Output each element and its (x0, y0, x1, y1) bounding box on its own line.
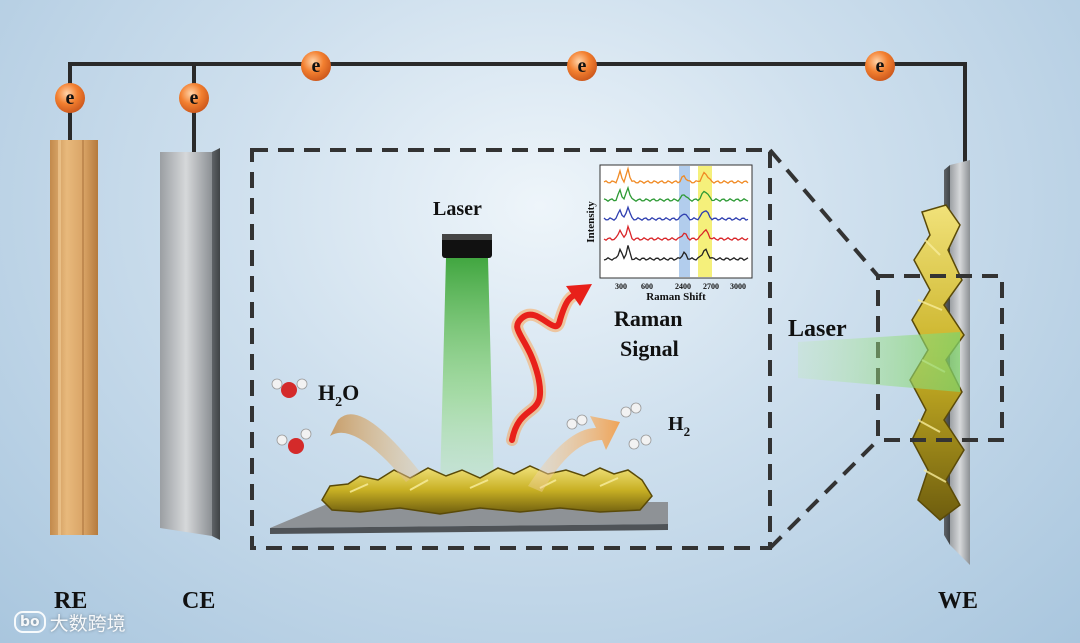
svg-text:e: e (578, 55, 587, 77)
spectrum-trace (603, 185, 749, 203)
hydrogen-label: H2 (668, 413, 690, 439)
spectrum-xlabel: Raman Shift (646, 291, 706, 303)
highlight-band-blue (679, 166, 690, 277)
electron-icon: e (55, 83, 85, 113)
spectrum-trace (603, 205, 749, 222)
electron-icon: e (567, 51, 597, 81)
svg-text:e: e (876, 55, 885, 77)
ce-label: CE (182, 588, 215, 614)
electron-icon: e (865, 51, 895, 81)
electron-icon: e (179, 83, 209, 113)
spectra-traces (603, 166, 749, 261)
svg-text:e: e (312, 55, 321, 77)
spectrum-tick: 3000 (730, 282, 746, 291)
spectrum-tick: 300 (615, 282, 627, 291)
spectrum-trace (603, 224, 749, 242)
we-label: WE (938, 588, 978, 614)
spectrum-trace (603, 245, 749, 261)
svg-text:e: e (66, 87, 75, 109)
raman-spectrum-inset: Intensity 300 600 2400 2700 3000 Raman S… (585, 164, 753, 303)
hydrogen-molecule-icon (620, 402, 642, 418)
hydrogen-molecule-icon (628, 434, 652, 450)
spectrum-tick: 600 (641, 282, 653, 291)
raman-signal-arrow (506, 284, 592, 446)
side-laser-beam (798, 332, 960, 392)
laser-label: Laser (433, 198, 482, 220)
watermark: bo 大数跨境 (14, 608, 126, 636)
electron-icon: e (301, 51, 331, 81)
watermark-text: 大数跨境 (49, 612, 126, 635)
water-label: H2O (318, 380, 359, 410)
zoomed-view-box (250, 148, 772, 550)
spectrum-tick: 2400 (675, 282, 691, 291)
laser-beam (440, 258, 494, 488)
laser-head-icon (442, 234, 492, 258)
side-laser-label: Laser (788, 316, 847, 342)
spectrum-tick: 2700 (703, 282, 719, 291)
raman-signal-label-line1: Raman (614, 306, 682, 331)
highlight-band-yellow (698, 166, 712, 277)
svg-text:e: e (190, 87, 199, 109)
water-molecule-icon (276, 428, 312, 454)
water-molecule-icon (271, 378, 308, 398)
spectrum-trace (603, 166, 749, 185)
raman-signal-label-line2: Signal (620, 336, 679, 361)
re-label: RE (54, 588, 87, 614)
hydrogen-molecule-icon (566, 414, 588, 430)
watermark-logo: bo (14, 611, 46, 633)
water-flow-arrow (330, 414, 420, 482)
counter-electrode (160, 148, 220, 540)
hydrogen-flow-arrow (528, 416, 620, 492)
spectrum-ylabel: Intensity (585, 201, 597, 243)
reference-electrode (50, 140, 98, 535)
